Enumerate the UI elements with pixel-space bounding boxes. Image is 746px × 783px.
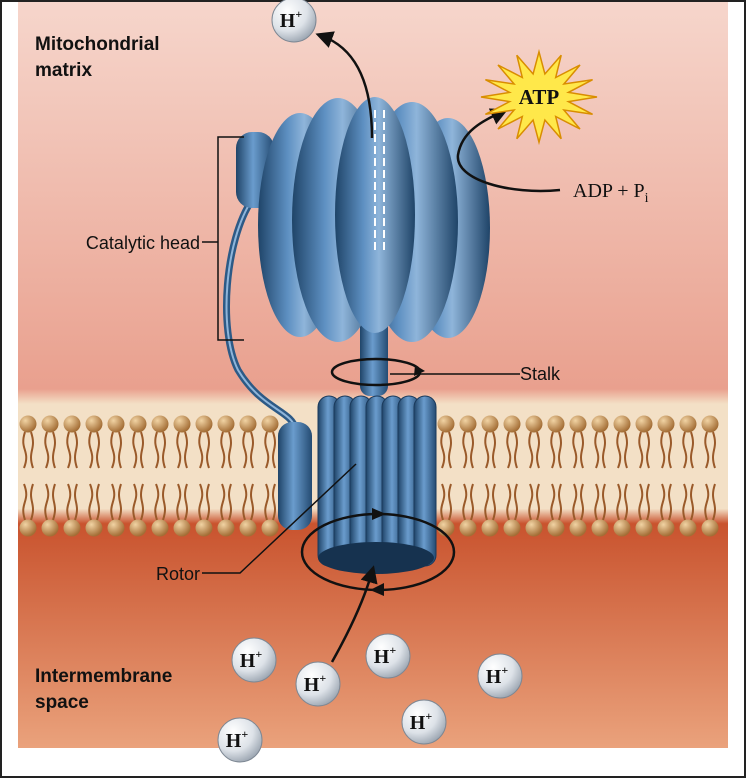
svg-text:H+: H+ [486,663,509,688]
proton-top: H+ [271,0,317,43]
membrane-bilayer [19,415,719,537]
atp-synthesis-arrow [456,108,561,193]
proton-entry-arrow [330,565,378,663]
atp-burst: ATP [480,48,598,146]
space-label-line2: space [35,692,89,713]
svg-text:H+: H+ [280,7,303,32]
catalytic-head [258,97,490,342]
matrix-label-line1: Mitochondrial [35,34,160,55]
proton-space-4: H+ [295,661,341,707]
proton-space-6: H+ [217,717,263,763]
svg-text:H+: H+ [240,647,263,672]
proton-space-5: H+ [401,699,447,745]
rotor-base [318,542,434,574]
stalk-label: Stalk [520,364,561,384]
proton-group: H+ H+ H+ H+ H+ H+ H+ [217,0,523,763]
stator-membrane-block [278,422,312,530]
proton-space-1: H+ [231,637,277,683]
rotor-label: Rotor [156,564,200,584]
rotor-leader [202,463,357,574]
adp-pi-label: ADP + Pi [573,180,649,206]
svg-text:H+: H+ [304,671,327,696]
svg-text:H+: H+ [226,727,249,752]
atp-label: ATP [519,85,560,109]
space-label-line1: Intermembrane [35,666,172,687]
proton-space-2: H+ [365,633,411,679]
svg-text:H+: H+ [374,643,397,668]
catalytic-head-label: Catalytic head [86,233,200,253]
central-stalk [360,316,388,396]
svg-text:H+: H+ [410,709,433,734]
matrix-label-line2: matrix [35,60,92,81]
proton-exit-arrow [315,31,374,139]
catalytic-head-bracket [217,136,244,341]
rotor-ring [317,395,437,567]
proton-space-3: H+ [477,653,523,699]
